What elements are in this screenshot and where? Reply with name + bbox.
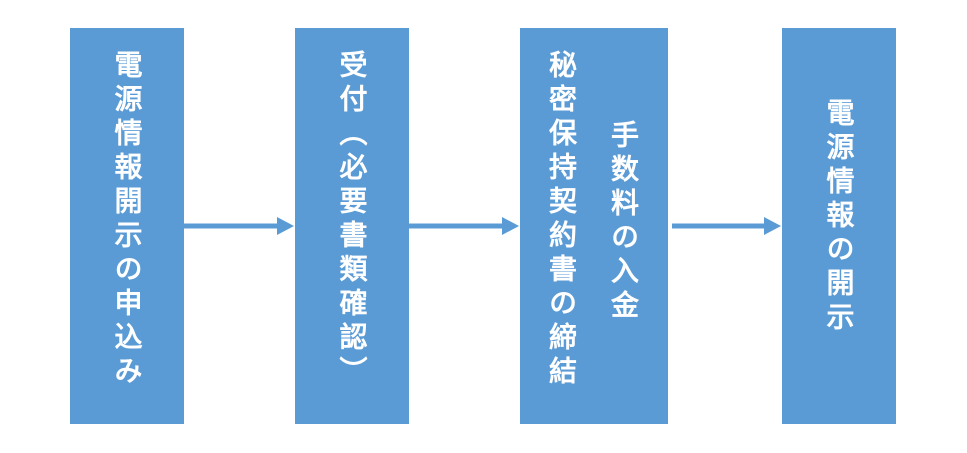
step-reception-box: 受付（必要書類確認）: [295, 28, 409, 424]
step-disclosure-box: 電源情報の開示: [782, 28, 896, 424]
step-reception-label: 受付（必要書類確認）: [335, 50, 369, 390]
right-arrow-icon: [672, 217, 781, 235]
step-application-label: 電源情報開示の申込み: [110, 50, 144, 390]
right-arrow-icon: [184, 217, 294, 235]
step-nda-label: 秘密保持契約書の締結: [545, 50, 578, 390]
step-application-box: 電源情報開示の申込み: [70, 28, 184, 424]
step-payment-label: 手数料の入金: [607, 120, 640, 324]
step-nda-payment-box: 秘密保持契約書の締結 手数料の入金: [520, 28, 668, 424]
step-disclosure-label: 電源情報の開示: [822, 98, 856, 336]
right-arrow-icon: [409, 217, 519, 235]
